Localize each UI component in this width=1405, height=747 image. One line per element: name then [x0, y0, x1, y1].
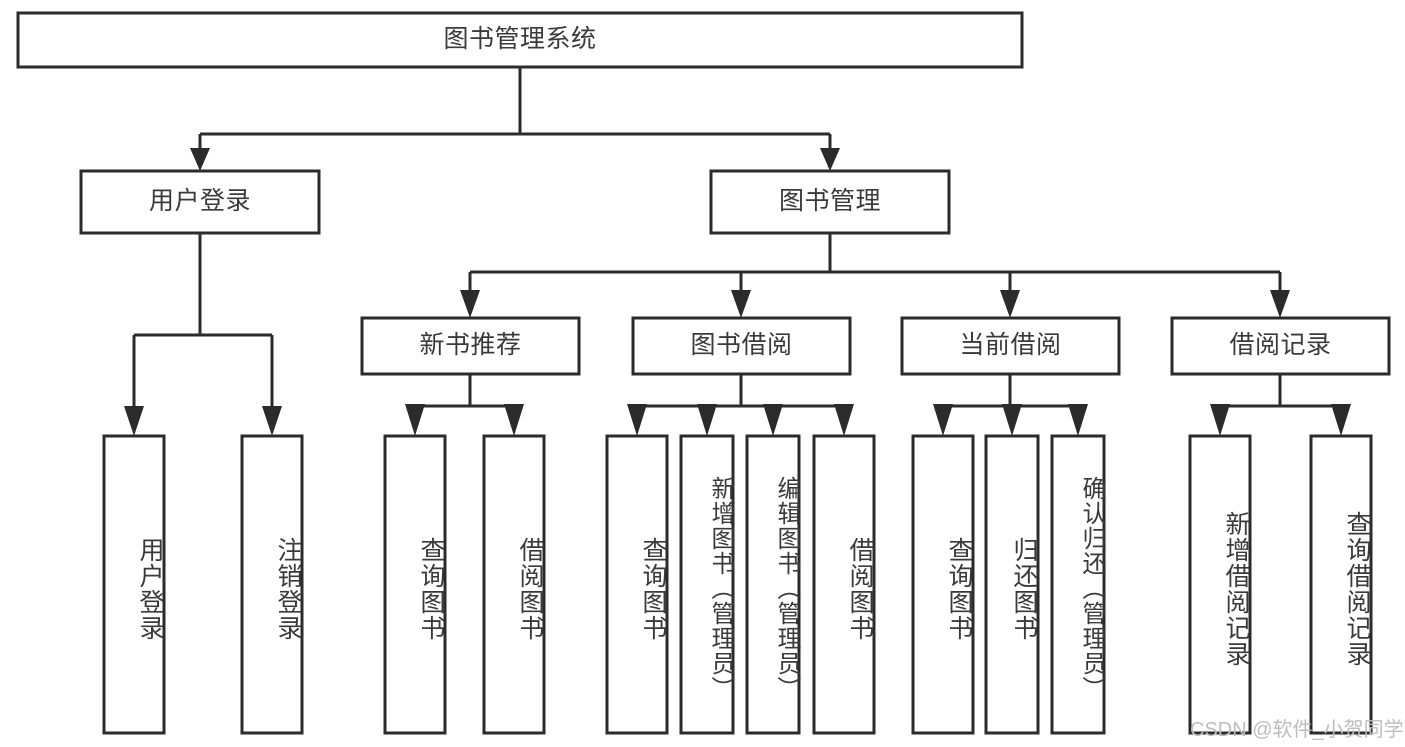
arrow-to-leaf-borrow-book	[834, 404, 854, 436]
arrow-to-book-borrow	[731, 290, 751, 318]
node-box-leaf-borrow-book-new[interactable]	[482, 434, 546, 735]
node-box-leaf-add-borrow-record[interactable]	[1188, 434, 1252, 735]
arrow-to-leaf-borrow-book-new	[504, 404, 524, 436]
arrow-to-new-book-recommend	[460, 290, 480, 318]
arrow-to-leaf-edit-book	[763, 404, 783, 436]
node-box-leaf-user-logout[interactable]	[240, 434, 304, 735]
node-box-leaf-confirm-return[interactable]	[1050, 434, 1106, 735]
node-box-leaf-borrow-book[interactable]	[812, 434, 876, 735]
arrow-to-leaf-confirm-return	[1068, 404, 1088, 436]
node-box-leaf-add-book[interactable]	[679, 434, 735, 735]
edges-bookborrow-to-leaves	[627, 374, 854, 436]
arrow-to-leaf-add-book	[697, 404, 717, 436]
node-box-root[interactable]	[16, 11, 1024, 69]
node-box-book-manage[interactable]	[709, 169, 951, 235]
arrow-to-leaf-query-book-borrow	[627, 404, 647, 436]
arrow-to-current-borrow	[1000, 290, 1020, 318]
node-box-new-book-recommend[interactable]	[360, 316, 581, 376]
edges-borrowrecord-to-leaves	[1210, 374, 1351, 436]
arrow-to-leaf-return-book	[1002, 404, 1022, 436]
arrow-to-leaf-query-book-current	[933, 404, 953, 436]
arrow-to-leaf-query-book-new	[405, 404, 425, 436]
node-box-book-borrow[interactable]	[631, 316, 852, 376]
node-box-current-borrow[interactable]	[900, 316, 1121, 376]
node-box-leaf-query-book-borrow[interactable]	[605, 434, 669, 735]
arrow-to-book-manage	[820, 148, 840, 171]
arrow-to-borrow-record	[1270, 290, 1290, 318]
edges-bookmanage-to-level2	[460, 233, 1290, 318]
arrow-to-leaf-add-borrow-record	[1210, 404, 1230, 436]
node-box-leaf-return-book[interactable]	[984, 434, 1040, 735]
edges-userlogin-to-leaves	[124, 233, 282, 436]
node-box-leaf-query-book-current[interactable]	[911, 434, 975, 735]
node-box-leaf-user-login[interactable]	[102, 434, 166, 735]
node-box-leaf-query-borrow-record[interactable]	[1309, 434, 1373, 735]
arrow-to-leaf-user-login	[124, 406, 144, 436]
arrow-to-leaf-user-logout	[262, 406, 282, 436]
node-box-leaf-query-book-new[interactable]	[383, 434, 447, 735]
node-box-leaf-edit-book[interactable]	[745, 434, 801, 735]
edges-newbook-to-leaves	[405, 374, 524, 436]
node-box-user-login[interactable]	[79, 169, 321, 235]
edges-currentborrow-to-leaves	[933, 374, 1088, 436]
edges-root-to-level1	[190, 67, 840, 171]
node-box-borrow-record[interactable]	[1170, 316, 1391, 376]
arrow-to-user-login	[190, 148, 210, 171]
node-box-layer	[16, 11, 1391, 735]
arrow-to-leaf-query-borrow-record	[1331, 404, 1351, 436]
